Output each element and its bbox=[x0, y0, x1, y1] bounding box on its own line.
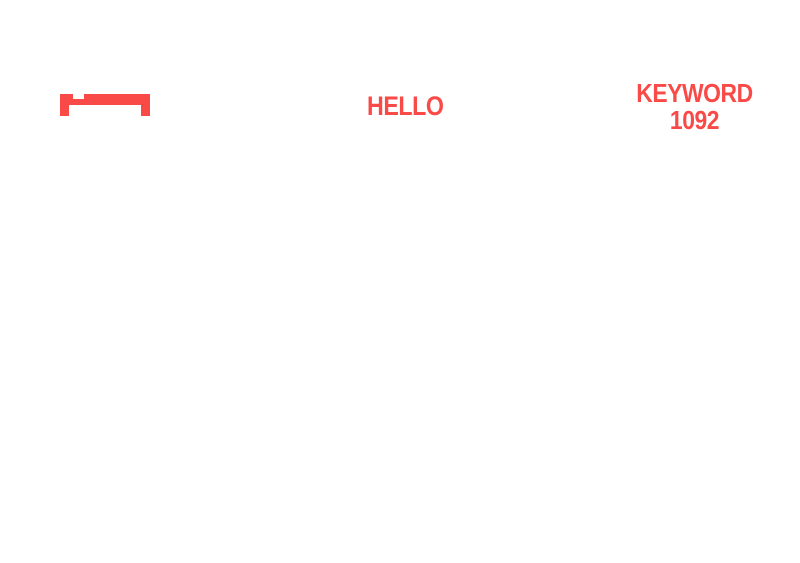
bracket-right-stem bbox=[141, 94, 150, 116]
keyword-number: 1092 bbox=[669, 105, 720, 135]
bracket-top-bar bbox=[60, 94, 150, 105]
bracket-mark-icon bbox=[60, 94, 150, 116]
keyword-label: KEYWORD bbox=[636, 78, 753, 108]
bracket-left-stem bbox=[60, 94, 69, 116]
hello-label: HELLO bbox=[367, 91, 444, 121]
bracket-notch bbox=[73, 94, 84, 99]
keyword-block: KEYWORD 1092 bbox=[617, 80, 772, 133]
